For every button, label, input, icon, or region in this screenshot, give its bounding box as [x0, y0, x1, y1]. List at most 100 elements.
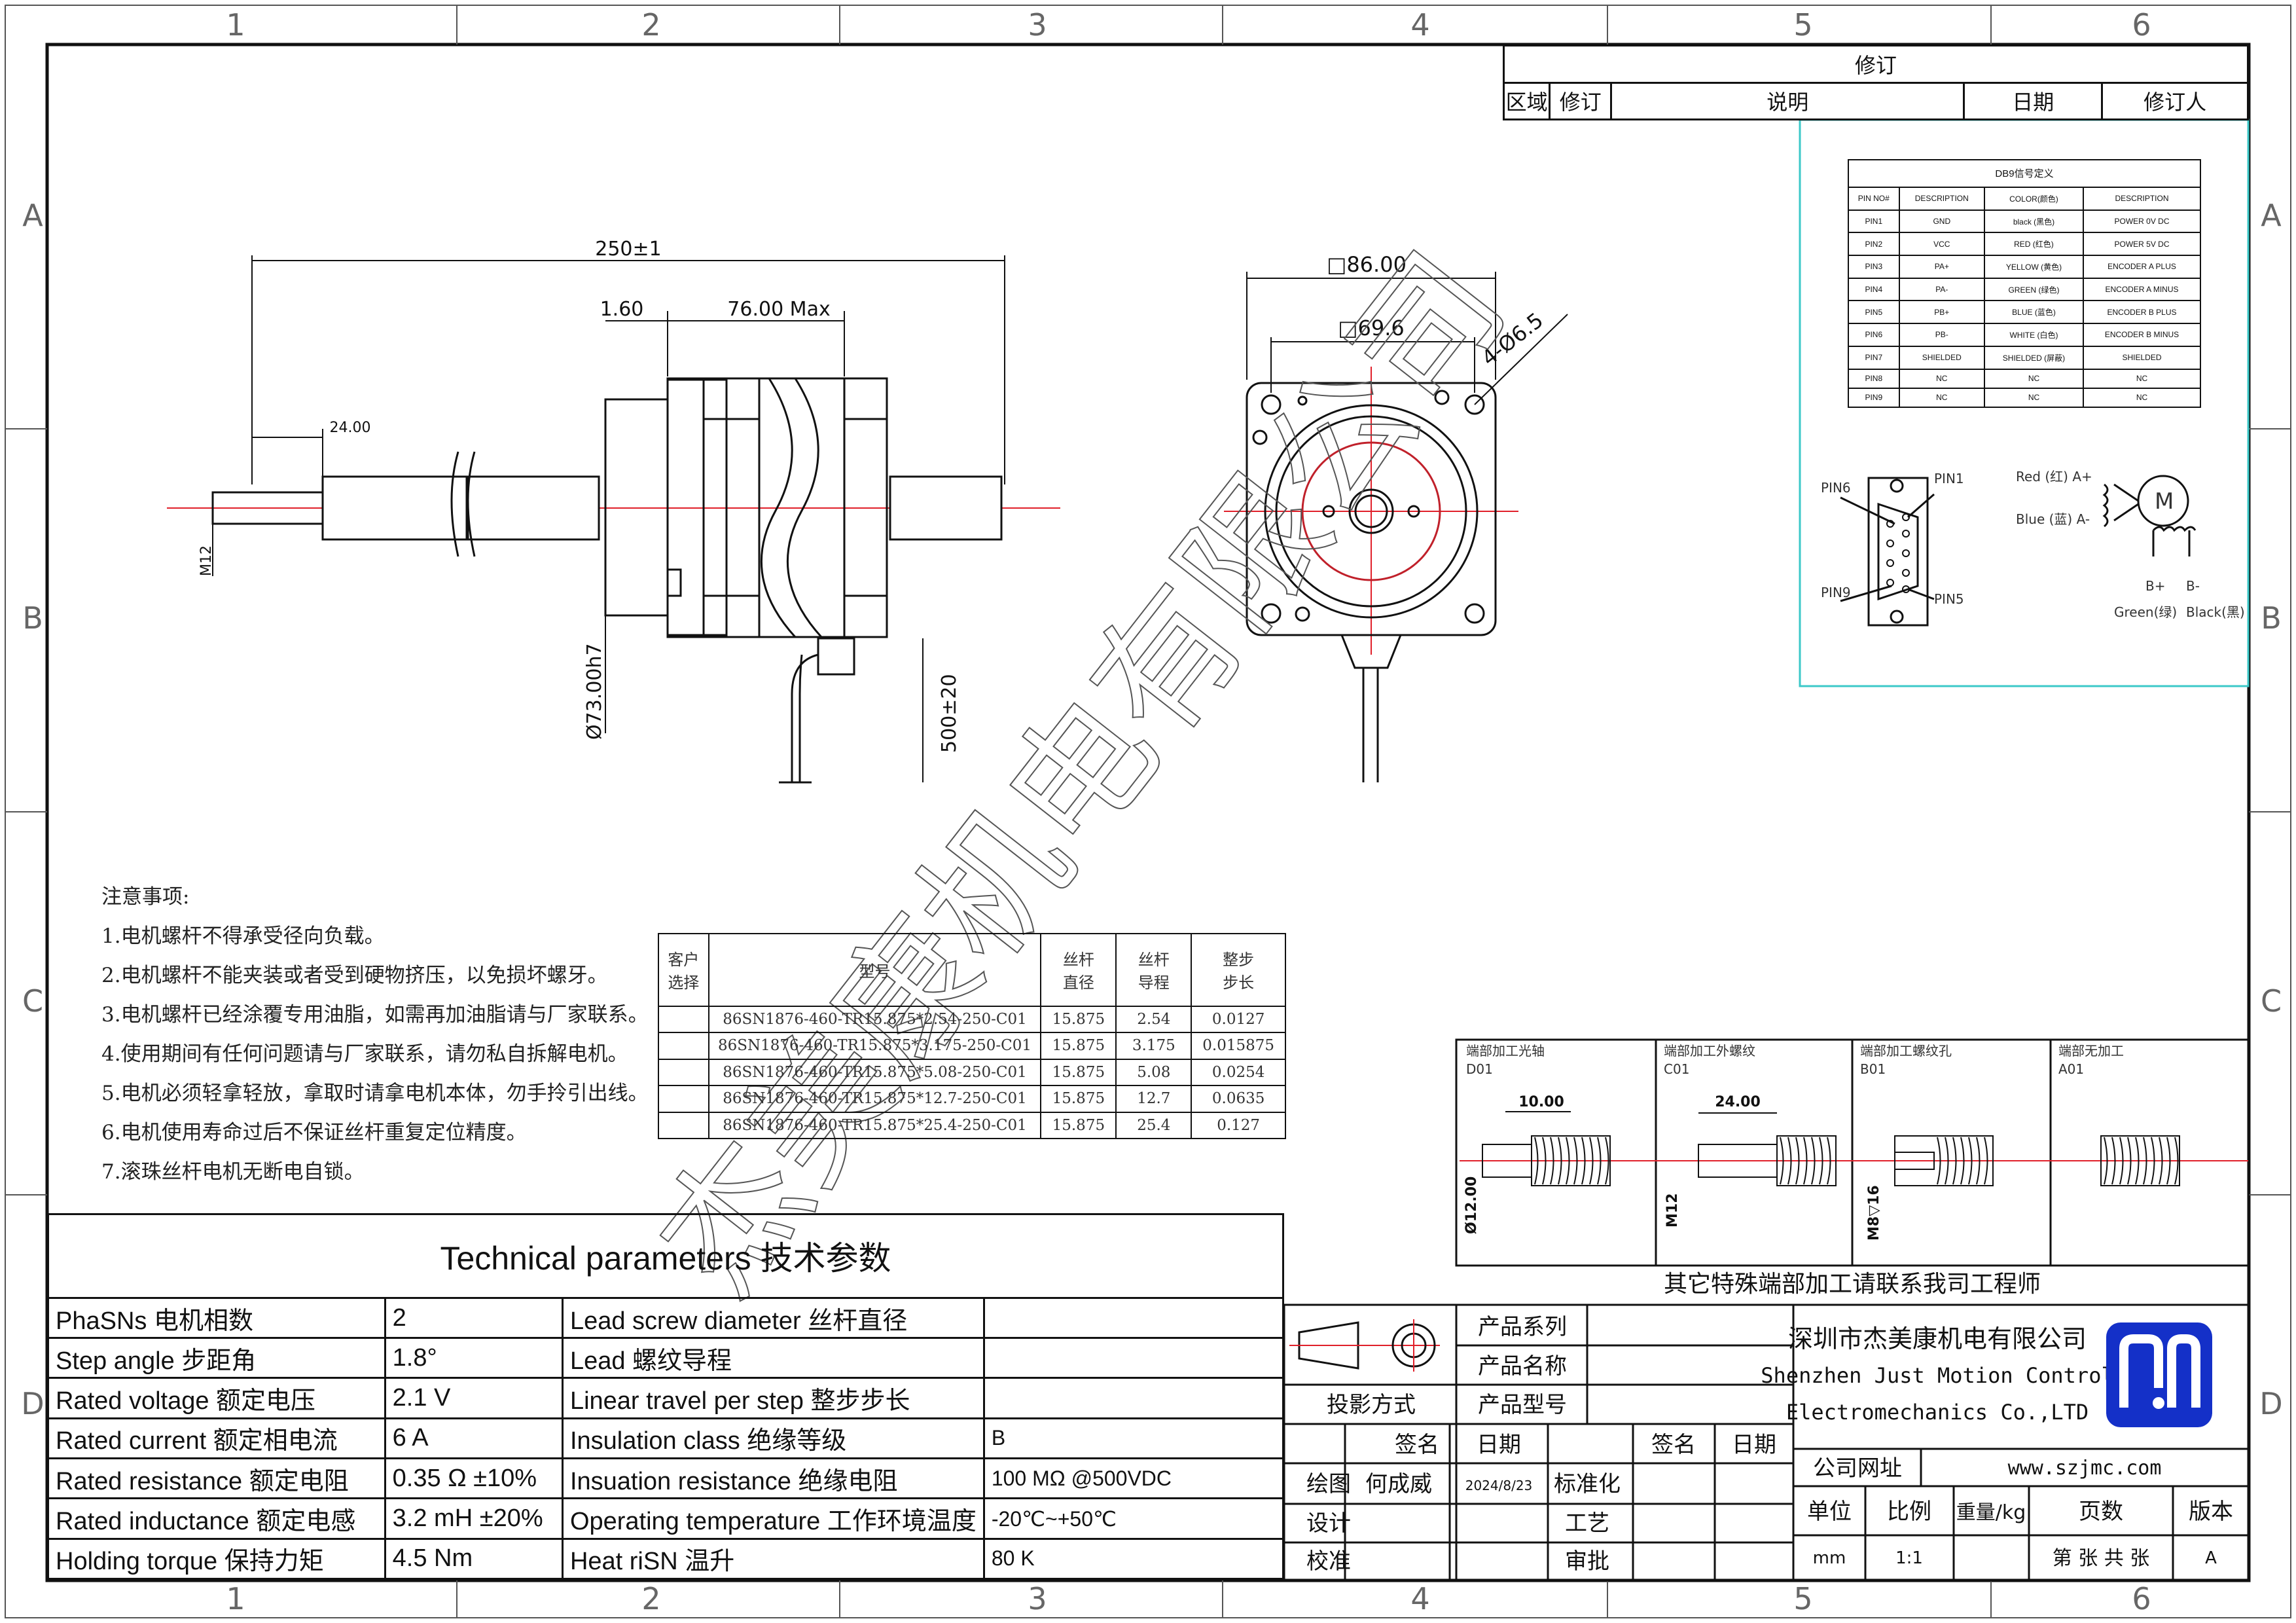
model-header-step: 整步 步长 [1191, 933, 1286, 1007]
model-cell-select[interactable] [658, 1032, 709, 1060]
revision-header-desc: 说明 [1610, 81, 1965, 120]
db9-cell-function: ENCODER A PLUS [2083, 255, 2201, 279]
model-cell-model: 86SN1876-460-TR15.875*5.08-250-C01 [708, 1058, 1042, 1087]
note-item: 2.电机螺杆不能夹装或者受到硬物挤压，以免损坏螺牙。 [101, 964, 608, 987]
db9-cell-pin: PIN4 [1848, 277, 1900, 302]
tech-cell-value: 2.1 V [384, 1377, 564, 1419]
note-item: 7.滚珠丝杆电机无断电自锁。 [101, 1160, 365, 1184]
tech-cell-param2: Lead screw diameter 丝杆直径 [561, 1296, 985, 1340]
grid-ticks [5, 5, 2291, 1618]
model-cell-step: 0.0254 [1191, 1058, 1286, 1087]
revision-header-reviser: 修订人 [2101, 81, 2249, 120]
grid-row-b-r: B [2261, 600, 2282, 636]
db9-cell-color: BLUE (蓝色) [1983, 300, 2085, 325]
tb-weight-header: 重量/kg [1956, 1501, 2026, 1524]
tb-unit-header: 单位 [1807, 1499, 1852, 1525]
db9-cell-pin: PIN2 [1848, 232, 1900, 257]
db9-cell-color: GREEN (绿色) [1983, 277, 2085, 302]
model-cell-model: 86SN1876-460-TR15.875*12.7-250-C01 [708, 1085, 1042, 1113]
db9-pin5-label: PIN5 [1934, 591, 1964, 607]
revision-title: 修订 [1503, 45, 2249, 84]
model-cell-diameter: 15.875 [1040, 1111, 1117, 1139]
tech-cell-value2: -20℃~+50℃ [982, 1497, 1285, 1540]
db9-connector-drawing [1840, 475, 2197, 627]
db9-signal-table: DB9信号定义 PIN NO# DESCRIPTION COLOR(颜色) DE… [1848, 159, 2201, 409]
db9-cell-function: SHIELDED [2083, 345, 2201, 370]
db9-cell-function: NC [2083, 368, 2201, 389]
tb-series: 产品系列 [1478, 1314, 1567, 1340]
dim-pilot: Ø73.00h7 [583, 643, 606, 740]
grid-col-3b: 3 [1028, 1581, 1047, 1616]
tb-scale: 1:1 [1895, 1548, 1923, 1568]
tb-date-2: 日期 [1732, 1432, 1776, 1458]
model-cell-lead: 12.7 [1115, 1085, 1193, 1113]
db9-panel-border [1799, 119, 2250, 687]
model-cell-select[interactable] [658, 1005, 709, 1034]
grid-row-b: B [22, 600, 43, 636]
grid-row-d: D [21, 1386, 44, 1421]
model-cell-select[interactable] [658, 1111, 709, 1139]
db9-cell-desc: GND [1898, 209, 1985, 234]
revision-header-zone: 区域 [1502, 81, 1551, 120]
tech-cell-value2 [982, 1337, 1285, 1379]
model-cell-model: 86SN1876-460-TR15.875*25.4-250-C01 [708, 1111, 1042, 1139]
motor-label: M [2155, 488, 2174, 515]
grid-col-4b: 4 [1410, 1581, 1429, 1616]
db9-title: DB9信号定义 [1848, 159, 2201, 188]
tech-cell-value2 [982, 1377, 1285, 1419]
model-cell-lead: 5.08 [1115, 1058, 1193, 1087]
model-cell-select[interactable] [658, 1085, 709, 1113]
db9-cell-color: YELLOW (黄色) [1983, 255, 2085, 279]
tb-standard: 标准化 [1554, 1471, 1621, 1497]
tech-cell-param2: Insuation resistance 绝缘电阻 [561, 1457, 985, 1500]
db9-cell-pin: PIN1 [1848, 209, 1900, 234]
wire-black-label: Black(黑) [2186, 604, 2245, 620]
tb-drawn-by: 何成威 [1365, 1471, 1432, 1497]
model-cell-step: 0.0635 [1191, 1085, 1286, 1113]
end-code-c01: C01 [1664, 1061, 1689, 1077]
tb-name: 产品名称 [1478, 1353, 1567, 1379]
tech-cell-param: Rated resistance 额定电阻 [47, 1457, 386, 1500]
title-block [1283, 1304, 2250, 1582]
tech-cell-param2: Heat riSN 温升 [561, 1537, 985, 1580]
tb-scale-header: 比例 [1887, 1499, 1931, 1525]
tech-cell-param: PhaSNs 电机相数 [47, 1296, 386, 1340]
tb-drawn-date: 2024/8/23 [1465, 1478, 1533, 1493]
model-cell-select[interactable] [658, 1058, 709, 1087]
db9-header-desc2: DESCRIPTION [2083, 186, 2201, 211]
note-item: 1.电机螺杆不得承受径向负载。 [101, 924, 385, 948]
tech-cell-value2: B [982, 1417, 1285, 1460]
tb-model: 产品型号 [1478, 1392, 1567, 1418]
tech-cell-param: Rated inductance 额定电感 [47, 1497, 386, 1540]
grid-row-a-r: A [2261, 198, 2282, 233]
notes-title: 注意事项: [101, 885, 190, 909]
db9-cell-desc: PA+ [1898, 255, 1985, 279]
model-cell-lead: 2.54 [1115, 1005, 1193, 1034]
grid-row-c: C [22, 983, 43, 1019]
grid-col-6: 6 [2132, 7, 2151, 43]
tb-company-cn: 深圳市杰美康机电有限公司 [1788, 1324, 2087, 1353]
end-title-d01: 端部加工光轴 [1466, 1043, 1545, 1059]
tb-unit: mm [1813, 1548, 1846, 1568]
tech-cell-param2: Lead 螺纹导程 [561, 1337, 985, 1379]
tech-cell-param2: Operating temperature 工作环境温度 [561, 1497, 985, 1540]
